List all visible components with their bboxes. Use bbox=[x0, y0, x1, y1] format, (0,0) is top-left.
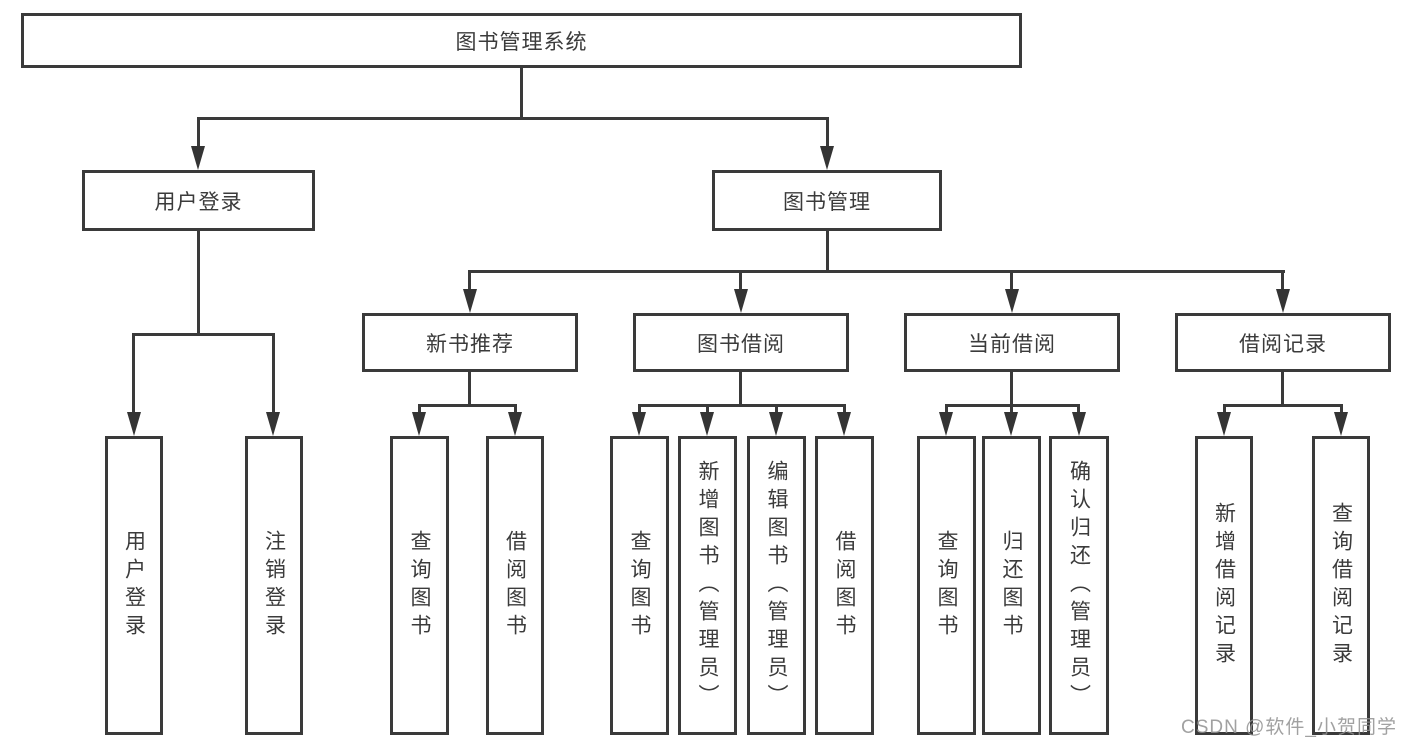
node-root-label: 图书管理系统 bbox=[455, 30, 588, 54]
arrowhead-nb-leaf2 bbox=[508, 412, 522, 436]
leaf-bb-borrow-books-label: 借阅图书 bbox=[833, 529, 856, 642]
arrowhead-current-borrow bbox=[1005, 289, 1019, 313]
connector-bb-leaf1 bbox=[638, 404, 641, 414]
leaf-bb-query-books: 查询图书 bbox=[610, 436, 669, 735]
leaf-bb-add-books-admin-label: 新增图书（管理员） bbox=[696, 459, 719, 712]
leaf-nb-query-books-label: 查询图书 bbox=[408, 529, 431, 642]
connector-user-login-split bbox=[132, 333, 275, 336]
connector-user-login-stem bbox=[197, 231, 200, 334]
arrowhead-book-borrow bbox=[734, 289, 748, 313]
arrowhead-bb-leaf1 bbox=[632, 412, 646, 436]
connector-cb-leaf2 bbox=[1010, 404, 1013, 414]
node-book-mgmt-label: 图书管理 bbox=[783, 190, 871, 214]
leaf-nb-query-books: 查询图书 bbox=[390, 436, 449, 735]
connector-book-mgmt-split bbox=[468, 270, 1285, 273]
connector-cb-leaf3 bbox=[1077, 404, 1080, 414]
leaf-nb-borrow-books: 借阅图书 bbox=[486, 436, 544, 735]
connector-br-leaf1 bbox=[1223, 404, 1226, 414]
arrowhead-bb-leaf3 bbox=[769, 412, 783, 436]
node-new-books: 新书推荐 bbox=[362, 313, 578, 372]
node-new-books-label: 新书推荐 bbox=[426, 332, 514, 356]
leaf-logout-label: 注销登录 bbox=[262, 529, 286, 642]
arrowhead-book-mgmt bbox=[820, 146, 834, 170]
leaf-bb-edit-books-admin: 编辑图书（管理员） bbox=[747, 436, 806, 735]
node-borrow-records-label: 借阅记录 bbox=[1239, 332, 1327, 356]
leaf-br-add-record: 新增借阅记录 bbox=[1195, 436, 1253, 735]
node-current-borrow-label: 当前借阅 bbox=[968, 332, 1056, 356]
node-book-borrow: 图书借阅 bbox=[633, 313, 849, 372]
csdn-watermark: CSDN @软件_小贺同学 bbox=[1181, 717, 1397, 738]
node-user-login: 用户登录 bbox=[82, 170, 315, 231]
leaf-cb-return-books: 归还图书 bbox=[982, 436, 1041, 735]
leaf-user-login: 用户登录 bbox=[105, 436, 163, 735]
connector-book-borrow-stem bbox=[739, 372, 742, 406]
connector-root-split bbox=[197, 117, 829, 120]
node-root: 图书管理系统 bbox=[21, 13, 1022, 68]
leaf-bb-borrow-books: 借阅图书 bbox=[815, 436, 874, 735]
arrowhead-br-leaf2 bbox=[1334, 412, 1348, 436]
connector-to-book-borrow bbox=[739, 270, 742, 290]
arrowhead-bb-leaf4 bbox=[837, 412, 851, 436]
connector-to-current-borrow bbox=[1010, 270, 1013, 290]
connector-cb-leaf1 bbox=[945, 404, 948, 414]
connector-to-leaf-login bbox=[132, 333, 135, 413]
connector-nb-leaf2 bbox=[514, 404, 517, 414]
connector-new-books-stem bbox=[468, 372, 471, 406]
leaf-nb-borrow-books-label: 借阅图书 bbox=[503, 529, 527, 642]
connector-to-borrow-records bbox=[1281, 270, 1284, 290]
connector-to-user-login bbox=[197, 117, 200, 147]
connector-root-stem bbox=[520, 68, 523, 117]
connector-borrow-records-stem bbox=[1281, 372, 1284, 406]
connector-book-borrow-split bbox=[638, 404, 846, 407]
node-book-mgmt: 图书管理 bbox=[712, 170, 942, 231]
connector-to-book-mgmt bbox=[826, 117, 829, 147]
arrowhead-cb-leaf3 bbox=[1072, 412, 1086, 436]
leaf-bb-query-books-label: 查询图书 bbox=[628, 529, 651, 642]
leaf-logout: 注销登录 bbox=[245, 436, 303, 735]
connector-nb-leaf1 bbox=[418, 404, 421, 414]
arrowhead-leaf-login bbox=[127, 412, 141, 436]
leaf-br-query-record: 查询借阅记录 bbox=[1312, 436, 1370, 735]
arrowhead-cb-leaf1 bbox=[939, 412, 953, 436]
leaf-cb-query-books-label: 查询图书 bbox=[935, 529, 958, 642]
leaf-br-query-record-label: 查询借阅记录 bbox=[1329, 501, 1353, 670]
arrowhead-leaf-logout bbox=[266, 412, 280, 436]
node-current-borrow: 当前借阅 bbox=[904, 313, 1120, 372]
arrowhead-br-leaf1 bbox=[1217, 412, 1231, 436]
leaf-bb-edit-books-admin-label: 编辑图书（管理员） bbox=[765, 459, 788, 712]
leaf-cb-confirm-return-admin: 确认归还（管理员） bbox=[1049, 436, 1109, 735]
connector-borrow-records-split bbox=[1223, 404, 1343, 407]
node-user-login-label: 用户登录 bbox=[154, 190, 243, 214]
leaf-user-login-label: 用户登录 bbox=[122, 529, 146, 642]
connector-new-books-split bbox=[418, 404, 517, 407]
connector-br-leaf2 bbox=[1340, 404, 1343, 414]
leaf-br-add-record-label: 新增借阅记录 bbox=[1212, 501, 1236, 670]
connector-bb-leaf3 bbox=[775, 404, 778, 414]
connector-bb-leaf4 bbox=[843, 404, 846, 414]
leaf-cb-confirm-return-admin-label: 确认归还（管理员） bbox=[1067, 459, 1091, 712]
node-borrow-records: 借阅记录 bbox=[1175, 313, 1391, 372]
arrowhead-borrow-records bbox=[1276, 289, 1290, 313]
arrowhead-nb-leaf1 bbox=[412, 412, 426, 436]
connector-bb-leaf2 bbox=[706, 404, 709, 414]
connector-current-borrow-stem bbox=[1010, 372, 1013, 406]
leaf-cb-query-books: 查询图书 bbox=[917, 436, 976, 735]
connector-to-leaf-logout bbox=[272, 333, 275, 413]
node-book-borrow-label: 图书借阅 bbox=[697, 332, 785, 356]
arrowhead-cb-leaf2 bbox=[1004, 412, 1018, 436]
arrowhead-new-books bbox=[463, 289, 477, 313]
connector-book-mgmt-stem bbox=[826, 231, 829, 272]
arrowhead-bb-leaf2 bbox=[700, 412, 714, 436]
connector-to-new-books bbox=[468, 270, 471, 290]
leaf-cb-return-books-label: 归还图书 bbox=[1000, 529, 1023, 642]
leaf-bb-add-books-admin: 新增图书（管理员） bbox=[678, 436, 737, 735]
arrowhead-user-login bbox=[191, 146, 205, 170]
